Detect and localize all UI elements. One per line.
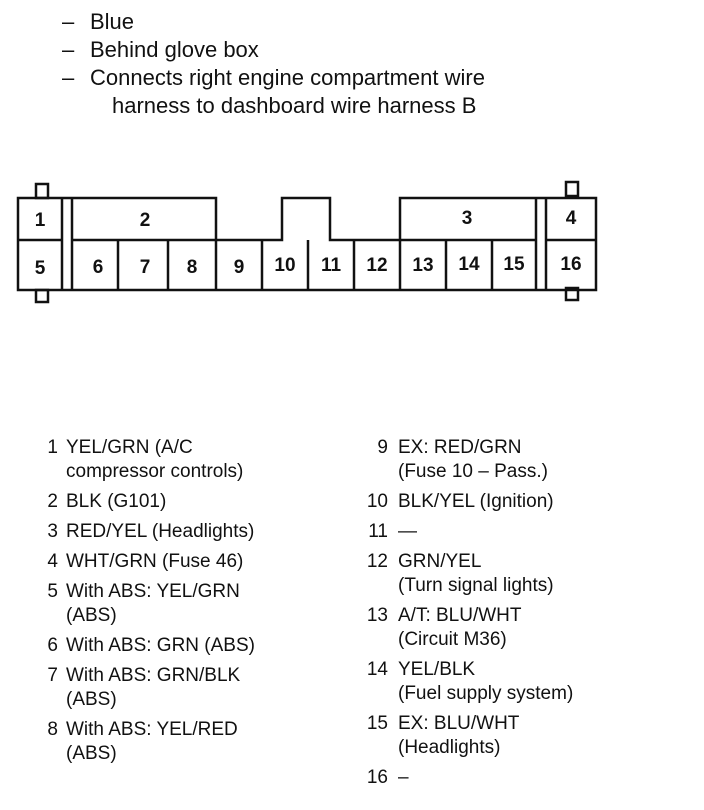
pin-number: 15 [366,713,388,734]
pin-label: 1 [35,210,46,231]
pin-label: 9 [234,257,245,278]
pin-number: 11 [368,521,388,542]
pin-description: YEL/GRN (A/C [66,437,193,458]
pin-label: 3 [462,208,473,229]
note-connects: – Connects right engine compartment wire… [62,64,485,120]
pin-description: – [398,767,409,788]
pin-description: (Fuse 10 – Pass.) [398,461,548,482]
pin-label: 4 [566,208,577,229]
pin-number: 8 [47,719,58,740]
pin-description: (ABS) [66,743,117,764]
note-text: Behind glove box [90,37,259,62]
pin-description: EX: BLU/WHT [398,713,520,734]
pin-label: 8 [187,257,198,278]
right-bottom-latch [564,286,580,302]
pin-label: 2 [140,210,151,231]
pin-label: 7 [140,257,151,278]
pin-entry-5: 5 With ABS: YEL/GRN (ABS) [36,580,356,628]
pin-label: 5 [35,258,46,279]
pin-entry-16: 16 – [358,766,698,790]
note-text: Connects right engine compartment wire [90,65,485,90]
pin-number: 12 [366,551,388,572]
pin-label: 12 [366,255,387,276]
pin-description: With ABS: GRN (ABS) [66,635,255,656]
pin-entry-14: 14 YEL/BLK (Fuel supply system) [358,658,698,706]
pin-number: 9 [377,437,388,458]
pin-number: 4 [47,551,58,572]
note-text: Blue [90,9,135,34]
pin-description: BLK (G101) [66,491,167,512]
pin-entry-13: 13 A/T: BLU/WHT (Circuit M36) [358,604,698,652]
pin-description: A/T: BLU/WHT [398,605,522,626]
pin-entry-15: 15 EX: BLU/WHT (Headlights) [358,712,698,760]
pin-number: 3 [47,521,58,542]
pin-number: 5 [47,581,58,602]
pin-entry-9: 9 EX: RED/GRN (Fuse 10 – Pass.) [358,436,698,484]
right-top-latch [564,180,580,198]
left-bottom-latch [34,288,50,304]
pin-label: 10 [274,255,295,276]
pin-entry-2: 2 BLK (G101) [36,490,356,514]
pin-description: With ABS: YEL/RED [66,719,238,740]
pin-label: 11 [321,255,342,276]
pin-description: BLK/YEL (Ignition) [398,491,554,512]
pin-description: (Headlights) [398,737,501,758]
pin-description: (Fuel supply system) [398,683,574,704]
pin-description: With ABS: GRN/BLK [66,665,241,686]
pin-number: 2 [47,491,58,512]
pin-description: RED/YEL (Headlights) [66,521,255,542]
pin-number: 6 [47,635,58,656]
connector-notes: – Blue – Behind glove box – Connects rig… [62,8,485,120]
pin-number: 7 [47,665,58,686]
pin-list-left: 1 YEL/GRN (A/C compressor controls) 2 BL… [36,436,356,772]
pin-description: compressor controls) [66,461,244,482]
pin-number: 16 [366,767,388,788]
pin-description: (ABS) [66,605,117,626]
left-top-latch [34,182,50,200]
pin-description: (Turn signal lights) [398,575,554,596]
pin-entry-1: 1 YEL/GRN (A/C compressor controls) [36,436,356,484]
pin-description: With ABS: YEL/GRN [66,581,240,602]
pin-description: WHT/GRN (Fuse 46) [66,551,244,572]
pin-number: 13 [366,605,388,626]
pin-number: 14 [366,659,388,680]
note-dash: – [62,9,75,34]
pin-number: 1 [47,437,58,458]
pin-label: 13 [412,255,433,276]
pin-label: 6 [93,257,104,278]
pin-description: (Circuit M36) [398,629,507,650]
pin-description: YEL/BLK [398,659,476,680]
note-dash: – [62,37,75,62]
pin-entry-10: 10 BLK/YEL (Ignition) [358,490,698,514]
pin-description: (ABS) [66,689,117,710]
pin-label: 15 [503,254,525,275]
pin-entry-4: 4 WHT/GRN (Fuse 46) [36,550,356,574]
connector-face: 1 2 3 4 5 6 7 8 9 10 11 12 13 14 15 16 [16,180,598,304]
note-location: – Behind glove box [62,36,485,64]
note-color: – Blue [62,8,485,36]
pin-entry-6: 6 With ABS: GRN (ABS) [36,634,356,658]
pin-entry-3: 3 RED/YEL (Headlights) [36,520,356,544]
pin-description: EX: RED/GRN [398,437,522,458]
pin-entry-8: 8 With ABS: YEL/RED (ABS) [36,718,356,766]
pin-number: 10 [366,491,388,512]
note-dash: – [62,65,75,90]
pin-label: 14 [458,254,480,275]
pin-entry-11: 11 — [358,520,698,544]
connector-diagram: 1 2 3 4 5 6 7 8 9 10 11 12 13 14 15 16 [0,170,704,320]
pin-entry-7: 7 With ABS: GRN/BLK (ABS) [36,664,356,712]
pin-list-right: 9 EX: RED/GRN (Fuse 10 – Pass.) 10 BLK/Y… [358,436,698,796]
pin-description: GRN/YEL [398,551,482,572]
pin-entry-12: 12 GRN/YEL (Turn signal lights) [358,550,698,598]
note-text-continued: harness to dashboard wire harness B [112,93,477,118]
pin-description: — [398,521,417,542]
pin-label: 16 [560,254,581,275]
